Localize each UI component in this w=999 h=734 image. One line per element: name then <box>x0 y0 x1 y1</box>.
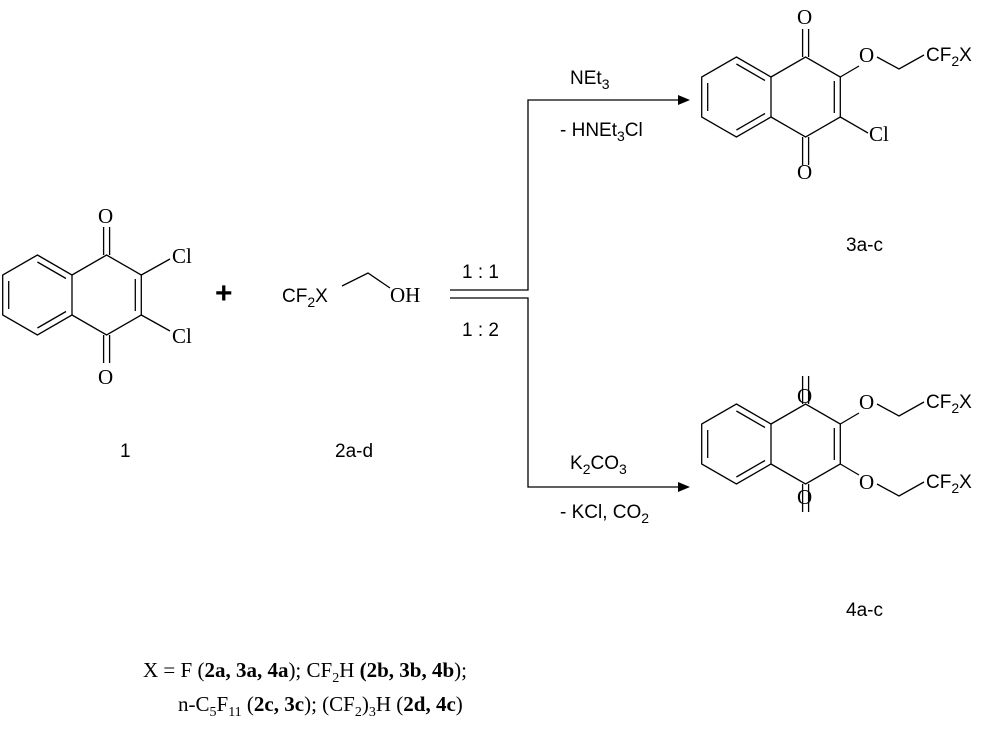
atom-cl: Cl <box>869 122 889 146</box>
ratio-lower: 1 : 2 <box>462 320 499 341</box>
subscript: 2 <box>307 294 315 310</box>
footnote-line-2: n-C5F11 (2c, 3c); (CF2)3H (2d, 4c) <box>178 692 463 720</box>
atom-o-ether: O <box>859 390 874 414</box>
svg-text:CF2X: CF2X <box>282 286 328 310</box>
reagent-upper: NEt3 <box>570 68 610 92</box>
svg-text:CF2X: CF2X <box>926 472 972 496</box>
compound-1: O O Cl Cl <box>2 204 192 389</box>
plus-sign: + <box>215 277 233 310</box>
svg-text:CF2X: CF2X <box>926 45 972 69</box>
compound-3: O O O CF2X Cl <box>701 5 972 184</box>
compound-label-4: 4a-c <box>846 600 883 621</box>
cf-text: CF <box>282 286 307 307</box>
byproduct-lower: - KCl, CO2 <box>560 502 649 526</box>
svg-text:CF2X: CF2X <box>926 392 972 416</box>
atom-o: O <box>797 485 812 509</box>
atom-o: O <box>797 384 812 408</box>
atom-o: O <box>797 160 812 184</box>
compound-2: CF2X OH <box>282 272 420 310</box>
reagent-lower: K2CO3 <box>570 453 627 477</box>
compound-label-3: 3a-c <box>846 235 883 256</box>
atom-o: O <box>98 365 113 389</box>
ratio-upper: 1 : 1 <box>462 262 499 283</box>
compound-4: O O O CF2X O CF2X <box>701 375 972 513</box>
byproduct-upper: - HNEt3Cl <box>560 120 643 144</box>
atom-o: O <box>797 5 812 29</box>
atom-oh: OH <box>390 283 420 307</box>
atom-o-ether: O <box>859 470 874 494</box>
atom-o: O <box>98 204 113 228</box>
reaction-arrows <box>450 95 690 492</box>
compound-label-1: 1 <box>120 441 131 462</box>
footnote-line-1: X = F (2a, 3a, 4a); CF2H (2b, 3b, 4b); <box>143 658 467 686</box>
compound-label-2: 2a-d <box>335 441 373 462</box>
atom-o-ether: O <box>859 43 874 67</box>
atom-cl: Cl <box>172 244 192 268</box>
atom-cl: Cl <box>172 324 192 348</box>
x-text: X <box>315 286 328 307</box>
